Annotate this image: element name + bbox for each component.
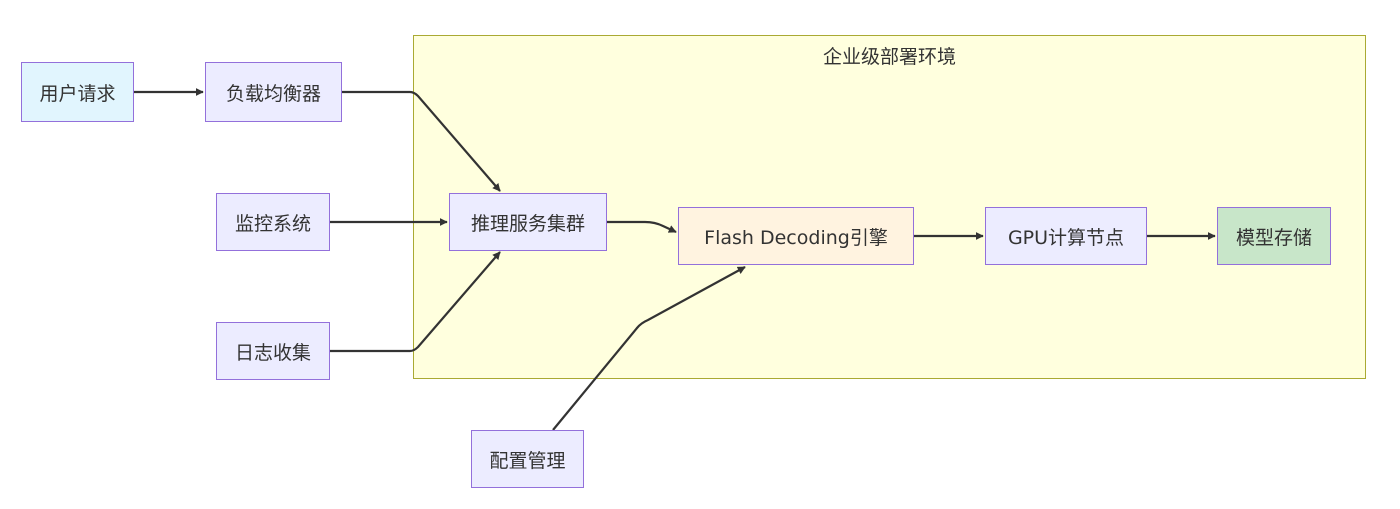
monitoring-label: 监控系统 <box>234 212 311 235</box>
model-storage-label: 模型存储 <box>1235 226 1312 249</box>
edge-load-balancer-to-inference-cluster <box>342 90 501 192</box>
flash-decoding-engine-label: Flash Decoding引擎 <box>704 226 888 249</box>
edge-inference-cluster-to-flash-engine <box>607 220 677 233</box>
user-request-node: 用户请求 <box>21 62 134 122</box>
cluster-title: 企业级部署环境 <box>822 46 956 68</box>
model-storage-node: 模型存储 <box>1217 207 1331 265</box>
gpu-compute-label: GPU计算节点 <box>1007 226 1125 249</box>
config-management-label: 配置管理 <box>489 449 566 472</box>
flash-decoding-engine-node: Flash Decoding引擎 <box>678 207 914 265</box>
inference-cluster-node: 推理服务集群 <box>449 193 607 251</box>
config-management-node: 配置管理 <box>471 430 584 488</box>
inference-cluster-label: 推理服务集群 <box>470 212 585 235</box>
log-collection-node: 日志收集 <box>216 322 330 380</box>
edge-config-mgmt-to-flash-engine <box>552 266 746 431</box>
edge-log-collection-to-inference-cluster <box>330 251 501 353</box>
user-request-label: 用户请求 <box>39 82 116 105</box>
gpu-compute-node: GPU计算节点 <box>985 207 1147 265</box>
log-collection-label: 日志收集 <box>234 341 311 364</box>
load-balancer-label: 负载均衡器 <box>225 82 321 105</box>
monitoring-node: 监控系统 <box>216 193 330 251</box>
load-balancer-node: 负载均衡器 <box>205 62 342 122</box>
